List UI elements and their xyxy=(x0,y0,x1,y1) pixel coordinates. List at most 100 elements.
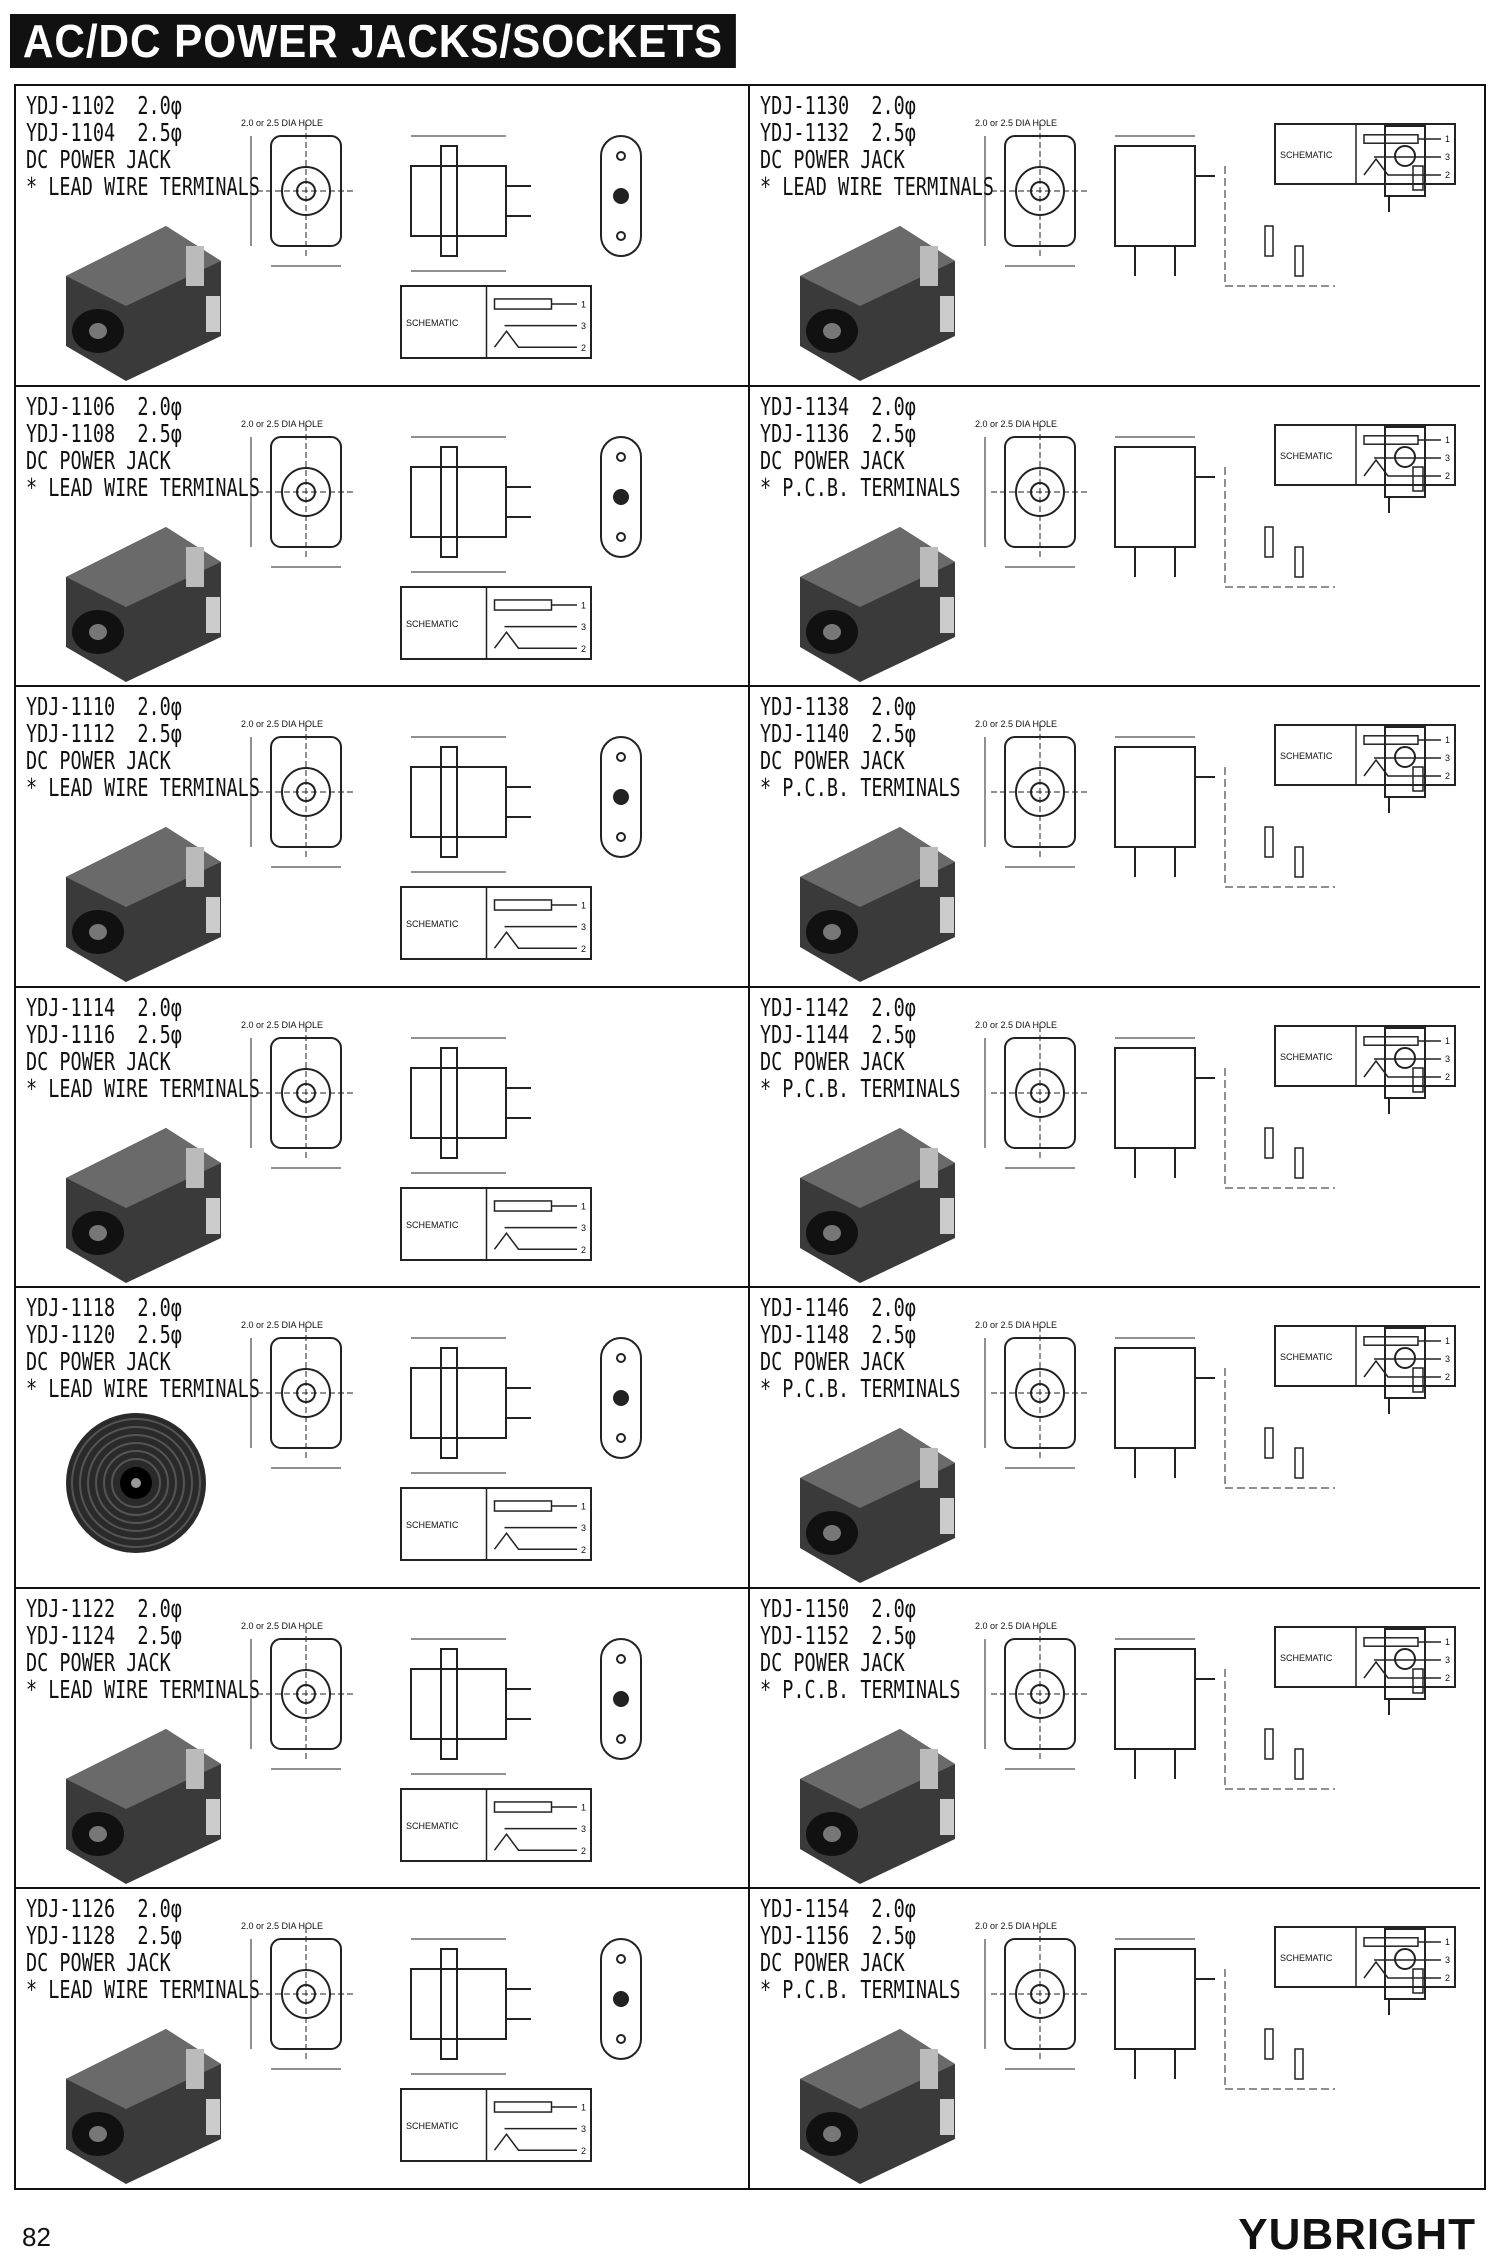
model-number: YDJ-1152 2.5φ xyxy=(760,1620,916,1650)
dimension-drawing: 2.0 or 2.5 DIA HOLE xyxy=(975,719,1426,888)
model-number: YDJ-1102 2.0φ xyxy=(26,91,182,120)
terminal-type: * P.C.B. TERMINALS xyxy=(760,1674,961,1704)
hole-label: 2.0 or 2.5 DIA HOLE xyxy=(975,1921,1057,1931)
schematic-label: SCHEMATIC xyxy=(1280,1953,1333,1963)
pin-number: 2 xyxy=(1445,1673,1450,1683)
product-type: DC POWER JACK xyxy=(760,1948,905,1977)
pin-number: 2 xyxy=(1445,771,1450,781)
product-type: DC POWER JACK xyxy=(26,1948,171,1977)
product-type: DC POWER JACK xyxy=(760,1046,905,1076)
jack-photo xyxy=(66,1127,221,1283)
page-number: 82 xyxy=(22,2222,51,2252)
product-type: DC POWER JACK xyxy=(760,445,905,475)
product-type: DC POWER JACK xyxy=(760,746,905,775)
pin-number: 2 xyxy=(581,1545,586,1555)
product-type: DC POWER JACK xyxy=(26,1046,171,1076)
model-number: YDJ-1136 2.5φ xyxy=(760,418,916,448)
pin-number: 2 xyxy=(581,343,586,353)
pin-number: 3 xyxy=(581,1523,586,1533)
schematic-box: SCHEMATIC 1 3 2 xyxy=(400,1487,592,1561)
pin-number: 1 xyxy=(1445,735,1450,745)
pin-number: 1 xyxy=(581,901,586,911)
model-number: YDJ-1110 2.0φ xyxy=(26,692,182,721)
hole-label: 2.0 or 2.5 DIA HOLE xyxy=(975,1020,1057,1030)
product-type: DC POWER JACK xyxy=(26,145,171,174)
jack-photo xyxy=(66,827,221,982)
model-number: YDJ-1148 2.5φ xyxy=(760,1320,916,1349)
pin-number: 3 xyxy=(581,2124,586,2134)
model-number: YDJ-1120 2.5φ xyxy=(26,1320,182,1349)
model-number: YDJ-1154 2.0φ xyxy=(760,1894,916,1923)
jack-photo xyxy=(66,2029,221,2184)
jack-photo xyxy=(800,526,955,682)
terminal-type: * P.C.B. TERMINALS xyxy=(760,472,961,502)
pin-number: 1 xyxy=(1445,1336,1450,1346)
pin-number: 3 xyxy=(1445,453,1450,463)
pin-number: 2 xyxy=(581,1244,586,1254)
dimension-drawing: 2.0 or 2.5 DIA HOLE xyxy=(975,419,1426,587)
pin-number: 3 xyxy=(1445,1354,1450,1364)
pin-number: 1 xyxy=(1445,134,1450,144)
model-number: YDJ-1118 2.0φ xyxy=(26,1293,182,1322)
jack-photo xyxy=(66,1728,221,1884)
pin-number: 2 xyxy=(1445,1973,1450,1983)
schematic-label: SCHEMATIC xyxy=(1280,150,1333,160)
schematic-label: SCHEMATIC xyxy=(406,1520,459,1530)
product-type: DC POWER JACK xyxy=(26,1647,171,1677)
product-photo xyxy=(66,2029,221,2184)
schematic-label: SCHEMATIC xyxy=(1280,451,1333,461)
product-photo xyxy=(800,1127,955,1283)
pin-number: 2 xyxy=(1445,471,1450,481)
model-number: YDJ-1150 2.0φ xyxy=(760,1593,916,1623)
pin-number: 3 xyxy=(581,321,586,331)
schematic-label: SCHEMATIC xyxy=(406,619,459,629)
product-photo xyxy=(66,526,221,682)
model-number: YDJ-1122 2.0φ xyxy=(26,1593,182,1623)
dimension-drawing: 2.0 or 2.5 DIA HOLE xyxy=(975,1921,1426,2090)
hole-label: 2.0 or 2.5 DIA HOLE xyxy=(241,419,323,429)
dimension-drawing: 2.0 or 2.5 DIA HOLE xyxy=(241,1020,531,1173)
pin-number: 1 xyxy=(581,1802,586,1812)
product-photo xyxy=(800,827,955,982)
product-type: DC POWER JACK xyxy=(26,445,171,475)
pin-number: 3 xyxy=(1445,1054,1450,1064)
pin-number: 1 xyxy=(581,600,586,610)
terminal-type: * P.C.B. TERMINALS xyxy=(760,1073,961,1103)
model-number: YDJ-1112 2.5φ xyxy=(26,719,182,748)
dimension-drawing: 2.0 or 2.5 DIA HOLE xyxy=(241,719,642,873)
model-number: YDJ-1140 2.5φ xyxy=(760,719,916,748)
pin-number: 2 xyxy=(581,643,586,653)
pin-number: 1 xyxy=(1445,1937,1450,1947)
model-number: YDJ-1114 2.0φ xyxy=(26,992,182,1022)
pin-number: 1 xyxy=(581,1502,586,1512)
product-photo xyxy=(66,1127,221,1283)
dimension-drawing: 2.0 or 2.5 DIA HOLE xyxy=(975,118,1426,287)
schematic-label: SCHEMATIC xyxy=(406,1821,459,1831)
schematic-label: SCHEMATIC xyxy=(406,2121,459,2131)
pin-number: 2 xyxy=(1445,1372,1450,1382)
terminal-type: * P.C.B. TERMINALS xyxy=(760,1975,961,2004)
hole-label: 2.0 or 2.5 DIA HOLE xyxy=(975,1621,1057,1631)
pin-number: 2 xyxy=(1445,170,1450,180)
